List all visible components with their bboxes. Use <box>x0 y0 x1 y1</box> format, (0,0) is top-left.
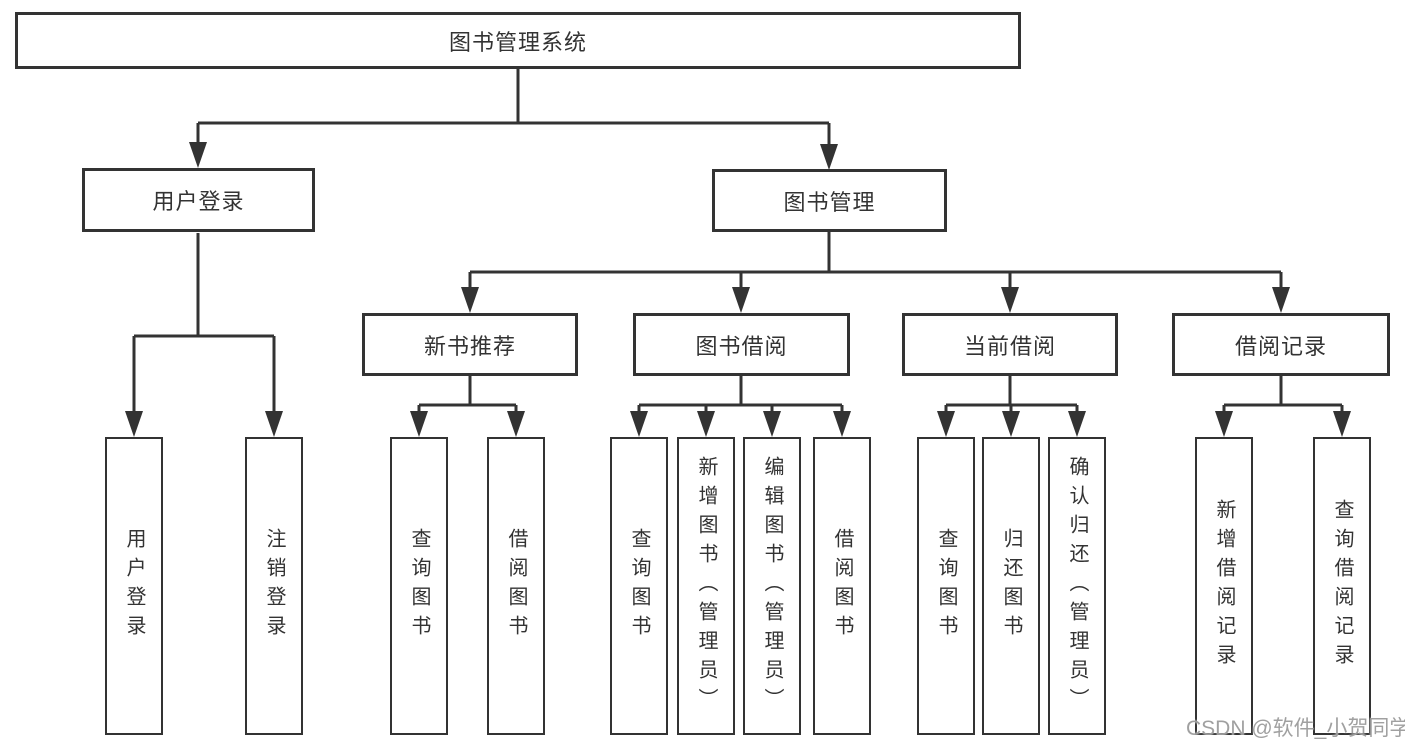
node-book-borrowing: 图书借阅 <box>633 313 850 376</box>
node-label: 当前借阅 <box>963 333 1056 359</box>
node-label: 图书借阅 <box>695 333 788 359</box>
node-label: 查询图书 <box>935 528 957 644</box>
node-label: 新增借阅记录 <box>1213 499 1235 673</box>
node-label: 图书管理 <box>783 189 876 215</box>
node-label: 图书管理系统 <box>448 29 587 55</box>
leaf-add-books-admin: 新增图书（管理员） <box>677 437 735 735</box>
node-label: 借阅记录 <box>1234 333 1327 359</box>
node-label: 查询图书 <box>628 528 650 644</box>
node-label: 查询图书 <box>408 528 430 644</box>
leaf-edit-books-admin: 编辑图书（管理员） <box>743 437 801 735</box>
node-label: 编辑图书（管理员） <box>761 455 783 717</box>
node-label: 借阅图书 <box>505 528 527 644</box>
node-root: 图书管理系统 <box>15 12 1021 69</box>
node-label: 查询借阅记录 <box>1331 499 1353 673</box>
leaf-query-books-current: 查询图书 <box>917 437 975 735</box>
watermark: CSDN @软件_小贺同学 <box>1186 717 1405 740</box>
node-new-book-recommendation: 新书推荐 <box>362 313 578 376</box>
node-label: 用户登录 <box>152 189 245 214</box>
leaf-query-books-recommend: 查询图书 <box>390 437 448 735</box>
node-label: 注销登录 <box>263 528 285 644</box>
leaf-user-login: 用户登录 <box>105 437 163 735</box>
leaf-borrow-books-borrowing: 借阅图书 <box>813 437 871 735</box>
node-user-login-branch: 用户登录 <box>82 168 315 232</box>
leaf-logout-login: 注销登录 <box>245 437 303 735</box>
node-label: 用户登录 <box>123 528 145 644</box>
leaf-add-borrow-record: 新增借阅记录 <box>1195 437 1253 735</box>
node-label: 新书推荐 <box>423 333 516 359</box>
node-book-management: 图书管理 <box>712 169 947 232</box>
leaf-query-borrow-record: 查询借阅记录 <box>1313 437 1371 735</box>
node-label: 确认归还（管理员） <box>1066 455 1088 717</box>
leaf-borrow-books-recommend: 借阅图书 <box>487 437 545 735</box>
node-borrowing-records: 借阅记录 <box>1172 313 1390 376</box>
leaf-return-books: 归还图书 <box>982 437 1040 735</box>
node-current-borrowing: 当前借阅 <box>902 313 1118 376</box>
node-label: 新增图书（管理员） <box>695 455 717 717</box>
node-label: 借阅图书 <box>831 528 853 644</box>
arrowheads <box>125 142 1351 437</box>
leaf-confirm-return-admin: 确认归还（管理员） <box>1048 437 1106 735</box>
node-label: 归还图书 <box>1000 528 1022 644</box>
leaf-query-books-borrowing: 查询图书 <box>610 437 668 735</box>
